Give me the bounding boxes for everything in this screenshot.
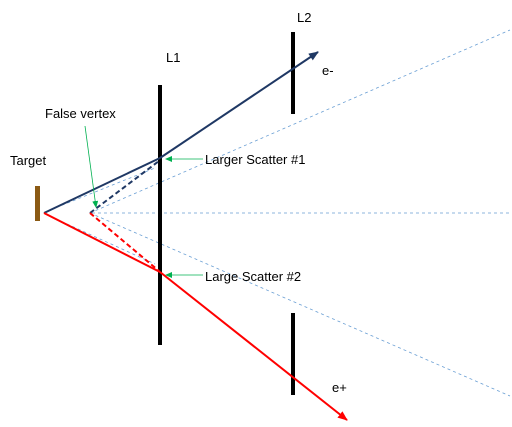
projection-lower (89, 212, 511, 397)
layer2-label: L2 (297, 10, 311, 25)
scatter2-label: Large Scatter #2 (205, 269, 301, 284)
projection-lines (44, 29, 511, 397)
false-vertex-arrow (84, 125, 99, 208)
positron-false-segment (89, 212, 160, 272)
projection-upper (89, 29, 511, 214)
false-vertex-label: False vertex (45, 106, 116, 121)
electron-track-outer (159, 51, 319, 159)
layer1-detector (158, 85, 162, 345)
electron-false-segment (89, 160, 160, 214)
scatter1-label: Larger Scatter #1 (205, 152, 305, 167)
layer1-label: L1 (166, 50, 180, 65)
target-bar (35, 186, 40, 221)
layer2-detector-bottom (291, 313, 295, 395)
electron-label: e- (322, 63, 334, 78)
positron-label: e+ (332, 380, 347, 395)
positron-track-inner (43, 212, 161, 273)
positron-track-outer (159, 271, 348, 421)
layer2-detector-top (291, 32, 295, 114)
target-label: Target (10, 153, 47, 168)
electron-track-inner (43, 157, 161, 214)
